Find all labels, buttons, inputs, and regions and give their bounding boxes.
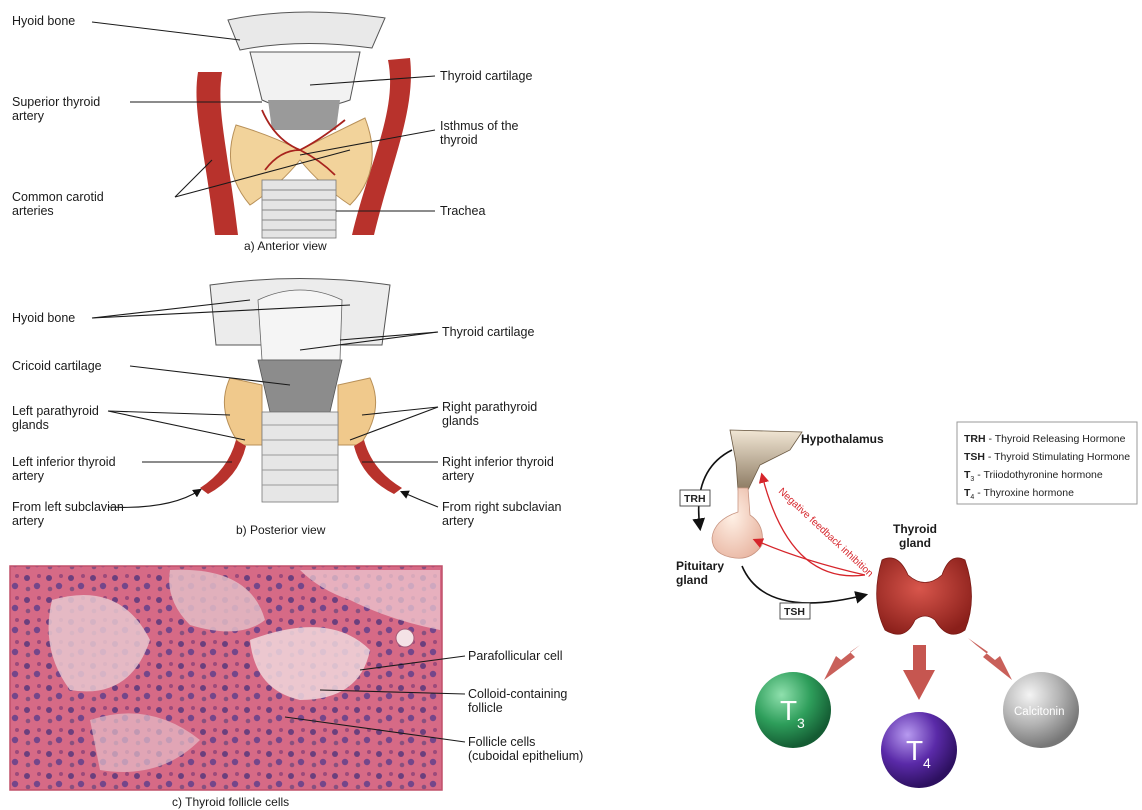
- label-superior-thyroid-artery-2: artery: [12, 109, 45, 123]
- label-trachea: Trachea: [440, 204, 485, 218]
- label-right-inferior-thyroid-1: Right inferior thyroid: [442, 455, 554, 469]
- label-hyoid-bone-a: Hyoid bone: [12, 14, 75, 28]
- hyoid-bone-shape: [228, 12, 385, 50]
- label-common-carotid-1: Common carotid: [12, 190, 104, 204]
- label-from-right-subclavian-1: From right subclavian: [442, 500, 562, 514]
- label-colloid-2: follicle: [468, 701, 503, 715]
- caption-follicle-cells: c) Thyroid follicle cells: [172, 795, 289, 809]
- label-left-inferior-thyroid-2: artery: [12, 469, 45, 483]
- svg-text:3: 3: [797, 715, 805, 731]
- label-left-inferior-thyroid-1: Left inferior thyroid: [12, 455, 116, 469]
- legend-t3: T3 - Triiodothyronine hormone: [964, 469, 1103, 483]
- svg-text:T: T: [780, 695, 797, 726]
- posterior-trachea: [262, 412, 338, 502]
- trh-arrow: [699, 450, 732, 528]
- label-left-parathyroid-2: glands: [12, 418, 49, 432]
- svg-text:4: 4: [923, 755, 931, 771]
- label-left-parathyroid-1: Left parathyroid: [12, 404, 99, 418]
- label-colloid-1: Colloid-containing: [468, 687, 567, 701]
- label-isthmus-2: thyroid: [440, 133, 478, 147]
- label-hyoid-bone-b: Hyoid bone: [12, 311, 75, 325]
- svg-text:Calcitonin: Calcitonin: [1014, 706, 1065, 718]
- label-from-right-subclavian-2: artery: [442, 514, 475, 528]
- label-cricoid-cartilage: Cricoid cartilage: [12, 359, 102, 373]
- label-from-left-subclavian-2: artery: [12, 514, 45, 528]
- label-isthmus-1: Isthmus of the: [440, 119, 519, 133]
- anterior-view-illustration: [196, 12, 410, 238]
- hypothalamus-illustration: [730, 430, 802, 490]
- t4-sphere: T 4: [881, 712, 957, 788]
- arrow-to-calcitonin: [968, 638, 1012, 680]
- legend-tsh: TSH - Thyroid Stimulating Hormone: [964, 451, 1130, 463]
- calcitonin-sphere: Calcitonin: [1003, 672, 1079, 748]
- label-from-left-subclavian-1: From left subclavian: [12, 500, 124, 514]
- arrow-to-t3: [824, 638, 870, 680]
- label-common-carotid-2: arteries: [12, 204, 54, 218]
- histology-micrograph: [10, 566, 442, 790]
- label-thyroid-cartilage-a: Thyroid cartilage: [440, 69, 532, 83]
- tsh-arrow: [742, 566, 865, 603]
- pituitary-illustration: [712, 488, 763, 558]
- label-pituitary-2: gland: [676, 573, 708, 587]
- caption-anterior-view: a) Anterior view: [244, 239, 327, 253]
- label-follicle-cells-2: (cuboidal epithelium): [468, 749, 583, 763]
- label-hypothalamus: Hypothalamus: [801, 432, 884, 446]
- trh-box-label: TRH: [684, 493, 706, 505]
- t3-sphere: T 3: [755, 672, 831, 748]
- tsh-box-label: TSH: [784, 606, 805, 618]
- label-pituitary-1: Pituitary: [676, 559, 724, 573]
- label-thyroid-cartilage-b: Thyroid cartilage: [442, 325, 534, 339]
- label-thyroid-1: Thyroid: [893, 522, 937, 536]
- label-right-inferior-thyroid-2: artery: [442, 469, 475, 483]
- legend-box: TRH - Thyroid Releasing Hormone TSH - Th…: [957, 422, 1137, 504]
- trachea-rings: [262, 180, 336, 238]
- thyroid-gland-illustration: [877, 558, 972, 634]
- label-right-parathyroid-1: Right parathyroid: [442, 400, 537, 414]
- svg-text:T: T: [906, 735, 923, 766]
- label-thyroid-2: gland: [899, 536, 931, 550]
- label-superior-thyroid-artery-1: Superior thyroid: [12, 95, 100, 109]
- caption-posterior-view: b) Posterior view: [236, 523, 326, 537]
- label-right-parathyroid-2: glands: [442, 414, 479, 428]
- legend-t4: T4 - Thyroxine hormone: [964, 487, 1074, 501]
- legend-trh: TRH - Thyroid Releasing Hormone: [964, 433, 1126, 445]
- posterior-view-illustration: [200, 279, 402, 503]
- arrow-to-t4: [903, 645, 935, 700]
- label-follicle-cells-1: Follicle cells: [468, 735, 535, 749]
- label-parafollicular: Parafollicular cell: [468, 649, 562, 663]
